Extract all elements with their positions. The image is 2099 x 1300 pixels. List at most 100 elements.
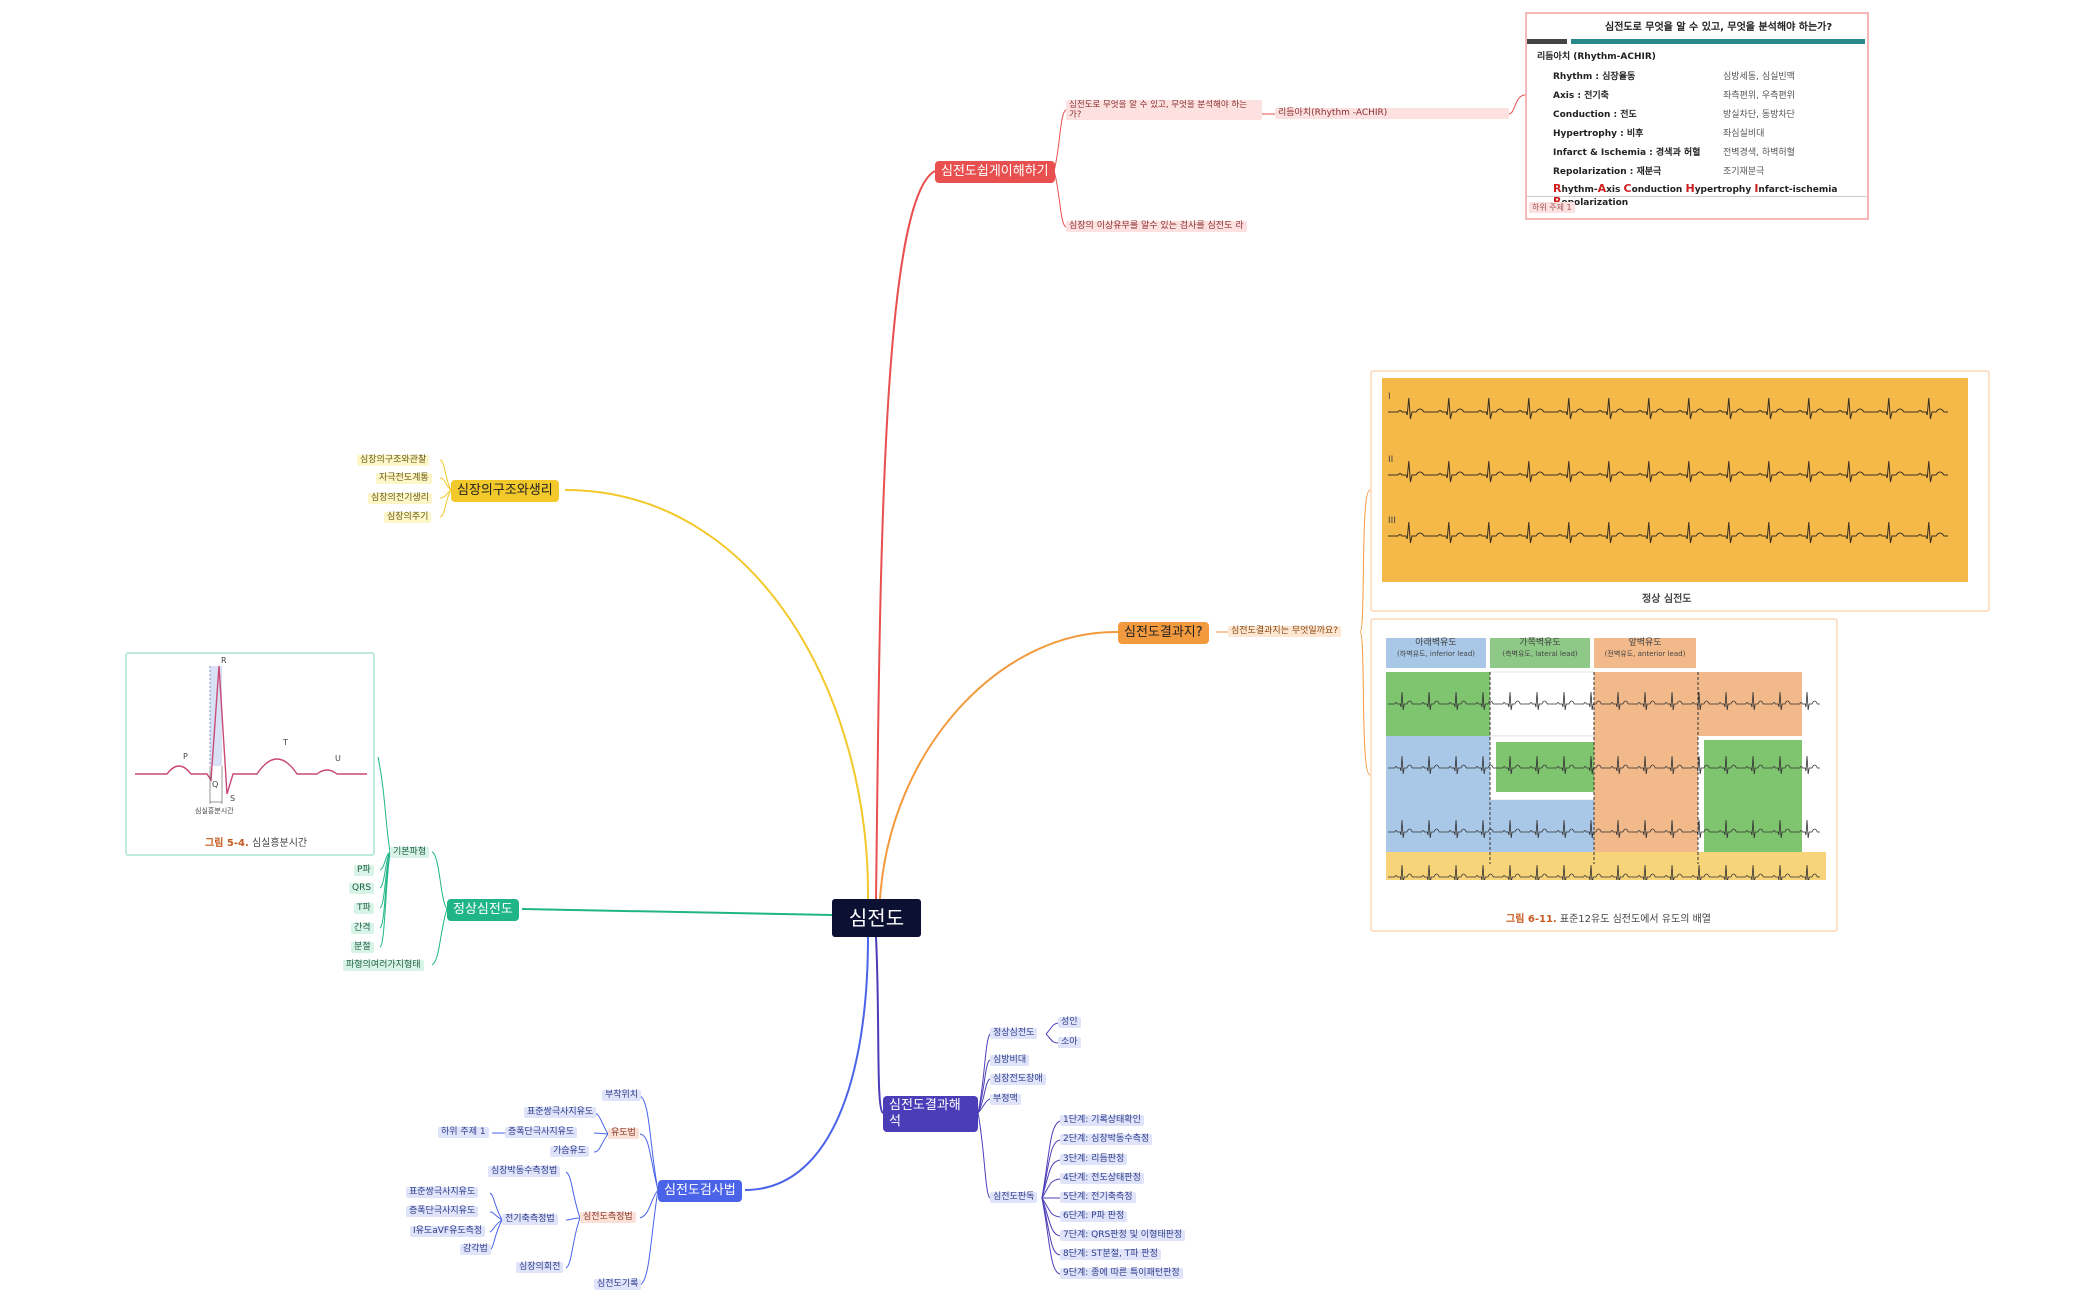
subtopic-cardiac-cycle[interactable]: 심장의주기 [384,512,432,523]
ecg-beat [1628,521,1668,544]
ecg-beat [1415,819,1442,839]
subtopic-heart-structure[interactable]: 심장의구조와관찰 [357,455,430,466]
subtopic-sense-method[interactable]: 감각법 [460,1244,491,1255]
ecg-beat [1548,460,1588,483]
subtopic-adult[interactable]: 성인 [1058,1017,1081,1028]
subtopic-atrial-hypertrophy[interactable]: 심방비대 [990,1055,1030,1066]
reading-step-3[interactable]: 3단계: 리듬판정 [1060,1154,1128,1165]
subtopic-electrophysiology[interactable]: 심장의전기생리 [368,493,432,504]
lead-label-i: I [1388,392,1391,402]
subtopic-standard-bipolar-lead-2[interactable]: 표준쌍극사지유도 [406,1187,479,1198]
subtopic-lead-method[interactable]: 유도법 [608,1128,639,1139]
subtopic-ecg-definition[interactable]: 심장의 이상유무를 알수 있는 검사를 심전도 라 [1066,221,1247,232]
subtopic-attachment-position[interactable]: 부착위치 [602,1090,642,1101]
lead-label-iii: III [1388,516,1396,526]
wave-label-u: U [335,754,341,763]
reading-step-7[interactable]: 7단계: QRS판정 및 이형태판정 [1060,1230,1186,1241]
ecg-beat [1468,460,1508,483]
table-title: 심전도로 무엇을 알 수 있고, 무엇을 분석해야 하는가? [1605,22,1833,33]
ecg-beat [1468,521,1508,544]
subtopic-standard-bipolar-lead[interactable]: 표준쌍극사지유도 [524,1107,597,1118]
ecg-beat [1658,864,1685,880]
reading-step-8[interactable]: 8단계: ST분절, T파 판정 [1060,1249,1161,1260]
ecg-beat [1908,460,1948,483]
reading-step-9[interactable]: 9단계: 종에 따른 특이패턴판정 [1060,1268,1183,1279]
wave-label-r: R [221,656,227,665]
subtopic-ecg-measurement[interactable]: 심전도측정법 [580,1212,636,1223]
ecg-beat [1658,755,1685,775]
ecg-beat [1793,864,1820,880]
table-footer-subtopic[interactable]: 하위 주제 1 [1529,202,1575,213]
subtopic-what-is-result-sheet[interactable]: 심전도결과지는 무엇일까요? [1228,626,1341,637]
ecg-beat [1793,691,1820,711]
subtopic-child[interactable]: 소아 [1058,1037,1081,1048]
table-row-right: 조기재분극 [1723,167,1765,177]
subtopic-ecg-recording[interactable]: 심전도기록 [594,1279,642,1290]
subtopic-augmented-unipolar-lead[interactable]: 증폭단극사지유도 [505,1127,578,1138]
ecg-beat [1668,521,1708,544]
subtopic-qrs[interactable]: QRS [349,883,375,894]
subtopic-axis-measurement[interactable]: 전기축측정법 [502,1214,558,1225]
subtopic-segment[interactable]: 분절 [351,942,374,953]
subtopic-what-can-ecg-tell[interactable]: 심전도로 무엇을 알 수 있고, 무엇을 분석해야 하는가? [1066,100,1262,120]
subtopic-heart-rate-measurement[interactable]: 심장박동수측정법 [488,1166,561,1177]
ecg-beat [1766,819,1793,839]
ecg-beat [1428,397,1468,420]
ecg-beat [1631,755,1658,775]
subtopic-basic-waveform[interactable]: 기본파형 [390,847,430,858]
subtopic-t-wave[interactable]: T파 [354,903,374,914]
ecg-beat [1604,819,1631,839]
table-divider [1527,196,1867,197]
ecg-beat [1739,755,1766,775]
reading-step-1[interactable]: 1단계: 기록상태확인 [1060,1115,1144,1126]
wave-label-t: T [283,738,288,747]
subtopic-p-wave[interactable]: P파 [354,865,374,876]
subtopic-rhythm-achir[interactable]: 리듬아치(Rhythm -ACHIR) [1275,108,1509,119]
topic-ecg-result-interpretation[interactable]: 심전도결과해석 [883,1096,978,1132]
ecg-beat [1523,755,1550,775]
ecg-beat [1668,397,1708,420]
subtopic-normal-ecg-2[interactable]: 정상심전도 [990,1028,1038,1039]
subtopic-conduction-disorder[interactable]: 심장전도장애 [990,1074,1046,1085]
subtopic-arrhythmia[interactable]: 부정맥 [990,1094,1021,1105]
ecg-beat [1496,819,1523,839]
ecg-beat [1550,864,1577,880]
subtopic-lead-i-avf[interactable]: I유도aVF유도측정 [410,1226,486,1237]
ecg-beat [1766,691,1793,711]
reading-step-6[interactable]: 6단계: P파 판정 [1060,1211,1128,1222]
subtopic-conduction-system[interactable]: 자극전도계통 [376,473,432,484]
reading-step-5[interactable]: 5단계: 전기축측정 [1060,1192,1136,1203]
ecg-beat [1523,819,1550,839]
normal-ecg-image: I II III 정상 심전도 [1370,370,1990,612]
subtopic-heart-rotation[interactable]: 심장의회전 [516,1262,564,1273]
topic-normal-ecg[interactable]: 정상심전도 [447,899,519,921]
ecg-beat [1388,819,1415,839]
topic-heart-structure-physiology[interactable]: 심장의구조와생리 [451,480,559,502]
subtopic-waveform-types[interactable]: 파형의여러가지형태 [343,960,424,971]
ecg-beat [1428,521,1468,544]
ecg-beat [1668,460,1708,483]
subtopic-augmented-unipolar-lead-2[interactable]: 증폭단극사지유도 [406,1206,479,1217]
reading-step-2[interactable]: 2단계: 심장박동수측정 [1060,1134,1153,1145]
ecg-beat [1828,521,1868,544]
ecg-beat [1908,521,1948,544]
subtopic-ecg-reading[interactable]: 심전도판독 [990,1192,1038,1203]
root-topic[interactable]: 심전도 [832,899,921,937]
table-row-left: Repolarization : 재분극 [1553,167,1662,177]
topic-ecg-test-method[interactable]: 심전도검사법 [658,1180,742,1202]
subtopic-chest-lead[interactable]: 가슴유도 [550,1146,590,1157]
ecg-beat [1550,691,1577,711]
table-row-right: 방실차단, 동방차단 [1723,110,1795,120]
ecg-beat [1685,819,1712,839]
reading-step-4[interactable]: 4단계: 전도상태판정 [1060,1173,1144,1184]
topic-ecg-result-sheet[interactable]: 심전도결과지? [1118,622,1209,644]
subtopic-interval[interactable]: 간격 [351,923,374,934]
ecg-beat [1588,460,1628,483]
lead-layout-grid [1386,671,1826,880]
ecg-beat [1739,691,1766,711]
ecg-beat [1577,819,1604,839]
topic-ecg-easy-understanding[interactable]: 심전도쉽게이해하기 [935,161,1055,183]
subtopic-placeholder[interactable]: 하위 주제 1 [438,1127,489,1138]
ecg-beat [1523,864,1550,880]
